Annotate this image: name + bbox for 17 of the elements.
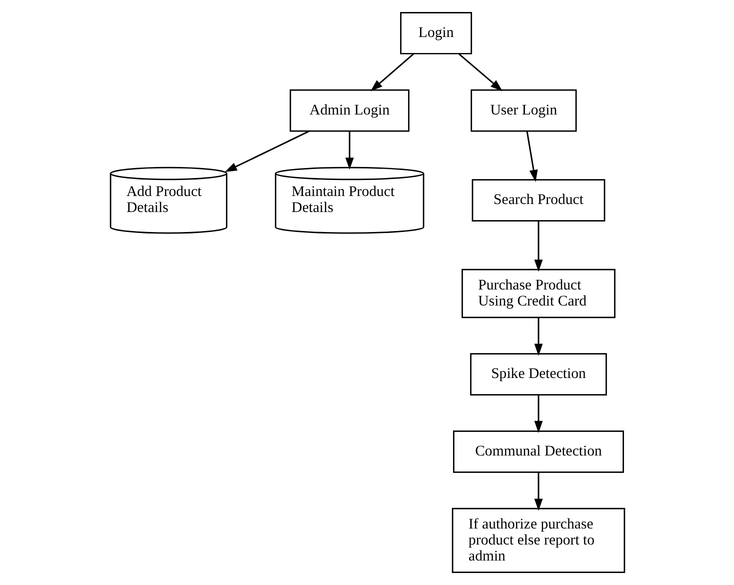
arrow <box>534 221 542 272</box>
node-box: Spike Detection <box>470 353 606 396</box>
arrow <box>458 53 502 92</box>
arrow <box>526 130 538 182</box>
node-box: Purchase Product Using Credit Card <box>461 268 615 318</box>
arrow <box>370 53 414 92</box>
node-box: Admin Login <box>289 89 409 132</box>
arrow <box>224 130 310 172</box>
node-box: Search Product <box>471 179 605 222</box>
arrow <box>534 472 542 511</box>
node-box: If authorize purchase product else report to admin <box>451 508 625 574</box>
arrow <box>534 318 542 356</box>
arrow <box>534 395 542 433</box>
arrow <box>344 131 354 170</box>
node-box: User Login <box>470 89 576 132</box>
node-box: Login <box>400 12 472 54</box>
node-box: Communal Detection <box>452 430 624 473</box>
